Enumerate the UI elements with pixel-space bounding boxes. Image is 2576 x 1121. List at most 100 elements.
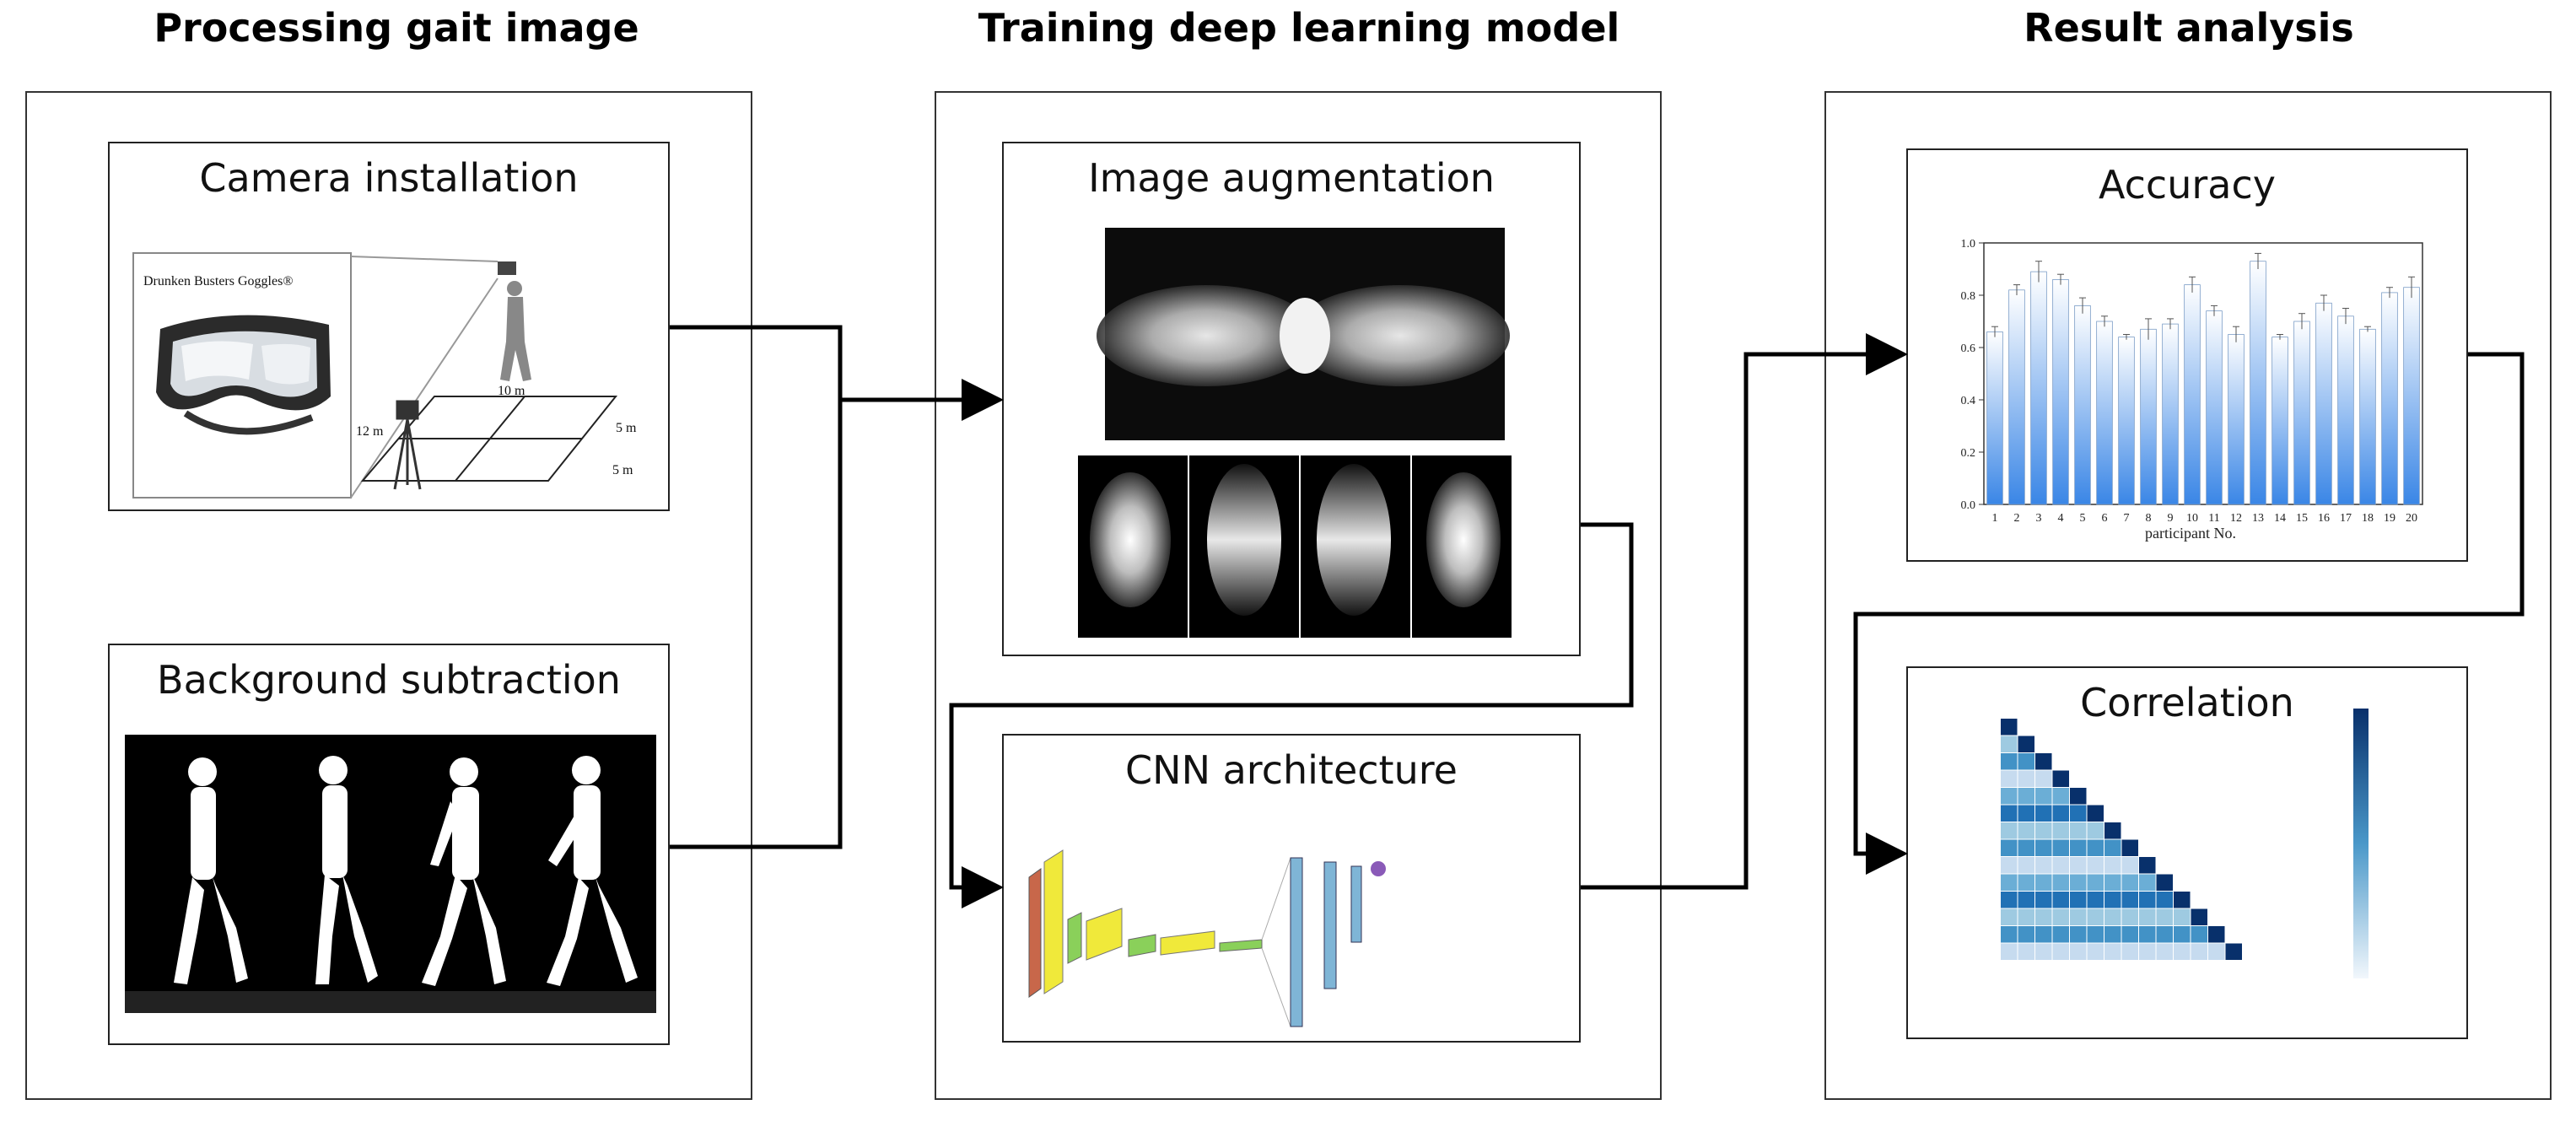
heatmap-cell [2035, 805, 2052, 822]
heatmap-cell [2139, 908, 2156, 925]
distance-5m-b: 5 m [612, 463, 633, 477]
x-tick-label: 9 [2168, 512, 2174, 525]
heatmap-cell [2001, 892, 2018, 908]
colorbar [2353, 709, 2369, 978]
heatmap-cell [2035, 943, 2052, 960]
heatmap-cell [2087, 926, 2104, 943]
heatmap-cell [2121, 857, 2138, 874]
heatmap-cell [2104, 943, 2121, 960]
tripod-camera-icon [393, 400, 422, 490]
heatmap-cell [2052, 874, 2069, 891]
x-tick-label: 3 [2036, 512, 2042, 525]
heatmap-cell [2035, 857, 2052, 874]
image-augmentation-title: Image augmentation [1088, 155, 1495, 201]
silhouette-strip [125, 735, 656, 1013]
x-tick-label: 5 [2080, 512, 2086, 525]
heatmap-cell [2035, 753, 2052, 770]
heatmap-cell [2070, 857, 2087, 874]
x-axis-label: participant No. [2145, 525, 2236, 542]
heatmap-cell [2104, 857, 2121, 874]
x-tick-label: 12 [2230, 512, 2242, 525]
heatmap-cell [2018, 874, 2034, 891]
accuracy-bar [2096, 321, 2113, 505]
heatmap-cell [2052, 926, 2069, 943]
heatmap-cell [2001, 857, 2018, 874]
heatmap-cell [2156, 874, 2173, 891]
heatmap-cell [2018, 943, 2034, 960]
stage-title-processing: Processing gait image [154, 5, 639, 51]
heatmap-cell [2052, 892, 2069, 908]
accuracy-bar [2074, 305, 2091, 505]
augmented-gait-images [1078, 228, 1512, 638]
camera-installation-box: Camera installation Drunken Busters Gogg… [108, 142, 670, 511]
heatmap-cell [2139, 943, 2156, 960]
heatmap-cell [2035, 874, 2052, 891]
x-tick-label: 18 [2362, 512, 2374, 525]
dense2-layer [1350, 865, 1362, 943]
pool2-layer [1128, 934, 1156, 957]
conv2-layer [1086, 908, 1123, 961]
heatmap-cell [2087, 943, 2104, 960]
correlation-box: Correlation [1906, 666, 2468, 1039]
heatmap-cell [2139, 874, 2156, 891]
background-subtraction-box: Background subtraction [108, 644, 670, 1045]
heatmap-cell [2070, 874, 2087, 891]
heatmap-cell [2139, 892, 2156, 908]
heatmap-cell [2087, 839, 2104, 856]
heatmap-cell [2001, 736, 2018, 752]
heatmap-cell [2001, 753, 2018, 770]
heatmap-cell [2052, 770, 2069, 787]
accuracy-bar [2162, 323, 2179, 505]
heatmap-cell [2087, 874, 2104, 891]
accuracy-title: Accuracy [2098, 162, 2276, 207]
x-tick-label: 6 [2102, 512, 2108, 525]
heatmap-cell [2087, 892, 2104, 908]
cnn-architecture-box: CNN architecture [1002, 734, 1581, 1043]
accuracy-bar [2228, 334, 2245, 505]
x-tick-label: 2 [2014, 512, 2020, 525]
input-layer [1028, 868, 1042, 998]
heatmap-cell [2018, 788, 2034, 805]
accuracy-bar [2184, 284, 2201, 505]
x-tick-label: 13 [2252, 512, 2264, 525]
heatmap-cell [2018, 857, 2034, 874]
heatmap-cell [2087, 908, 2104, 925]
accuracy-bar [2140, 328, 2157, 505]
heatmap-cell [2018, 770, 2034, 787]
accuracy-bar [2052, 278, 2069, 505]
heatmap-cell [2052, 788, 2069, 805]
heatmap-cell [2156, 926, 2173, 943]
heatmap-cell [2052, 857, 2069, 874]
accuracy-bar [2381, 292, 2398, 505]
heatmap-cell [2052, 822, 2069, 839]
heatmap-cell [2070, 908, 2087, 925]
accuracy-bar [2118, 337, 2135, 505]
heatmap-cell [2104, 874, 2121, 891]
heatmap-cell [2121, 908, 2138, 925]
heatmap-cell [2001, 926, 2018, 943]
heatmap-cell [2001, 943, 2018, 960]
heatmap-cell [2001, 805, 2018, 822]
heatmap-cell [2018, 736, 2034, 752]
heatmap-cell [2191, 926, 2207, 943]
goggles-label: Drunken Busters Goggles® [143, 274, 293, 288]
accuracy-bar [2293, 321, 2310, 505]
pool1-layer [1067, 912, 1082, 964]
heatmap-cell [2156, 892, 2173, 908]
heatmap-cell [2070, 788, 2087, 805]
heatmap-cell [2121, 874, 2138, 891]
output-node [1371, 861, 1386, 876]
accuracy-bar [2206, 310, 2223, 505]
floor-grid [360, 396, 618, 482]
heatmap-cell [2174, 926, 2191, 943]
heatmap-cell [2104, 908, 2121, 925]
y-tick-label: 1.0 [1961, 238, 1976, 251]
x-tick-label: 16 [2318, 512, 2330, 525]
heatmap-cell [2121, 839, 2138, 856]
image-augmentation-box: Image augmentation [1002, 142, 1581, 656]
x-tick-label: 14 [2274, 512, 2286, 525]
silhouette-1 [174, 757, 248, 984]
heatmap-cell [2001, 822, 2018, 839]
